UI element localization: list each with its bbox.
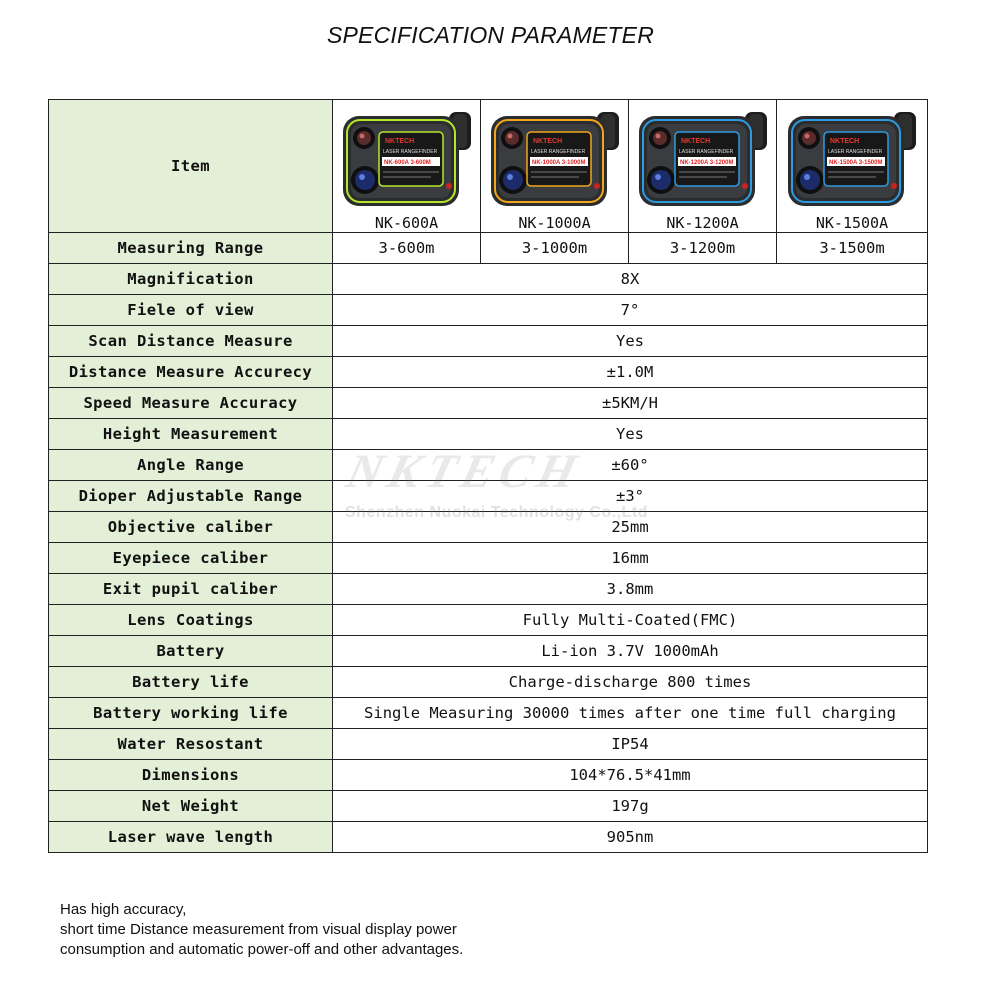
row-label: Dioper Adjustable Range: [48, 480, 333, 512]
row-value: 25mm: [332, 511, 928, 543]
svg-text:NKTECH: NKTECH: [830, 138, 859, 145]
rangefinder-image: NKTECH LASER RANGEFINDER NK-1200A 3-1200M: [638, 112, 767, 206]
svg-text:LASER RANGEFINDER: LASER RANGEFINDER: [828, 149, 883, 155]
row-label: Battery working life: [48, 697, 333, 729]
row-label: Measuring Range: [48, 232, 333, 264]
row-label: Angle Range: [48, 449, 333, 481]
page-title: SPECIFICATION PARAMETER: [326, 22, 655, 48]
header-row: Item NKTECH LASER RANGEFINDER NK-600A 3-60…: [48, 99, 928, 233]
row-label: Battery: [48, 635, 333, 667]
svg-text:LASER RANGEFINDER: LASER RANGEFINDER: [383, 149, 438, 155]
row-value: Fully Multi-Coated(FMC): [332, 604, 928, 636]
row-label: Speed Measure Accuracy: [48, 387, 333, 419]
row-value: Single Measuring 30000 times after one t…: [332, 697, 928, 729]
row-value: 3-1200m: [628, 232, 777, 264]
row-value: ±60°: [332, 449, 928, 481]
rangefinder-image: NKTECH LASER RANGEFINDER NK-1000A 3-1000M: [490, 112, 619, 206]
row-label: Magnification: [48, 263, 333, 295]
model-name: NK-1500A: [815, 214, 889, 232]
row-value: Yes: [332, 418, 928, 450]
watermark-company: Shenzhen Nuokai Technology Co.,Ltd: [345, 504, 648, 521]
product-cell: NKTECH LASER RANGEFINDER NK-600A 3-600M NK…: [332, 99, 481, 233]
row-value: 7°: [332, 294, 928, 326]
row-value: 905nm: [332, 821, 928, 853]
row-label: Lens Coatings: [48, 604, 333, 636]
row-label: Laser wave length: [48, 821, 333, 853]
row-label: Eyepiece caliber: [48, 542, 333, 574]
row-value: 3-600m: [332, 232, 481, 264]
spec-row: Distance Measure Accurecy±1.0M: [48, 356, 928, 388]
row-value: Yes: [332, 325, 928, 357]
measuring-range-row: Measuring Range 3-600m 3-1000m 3-1200m 3…: [48, 232, 928, 264]
row-value: 3.8mm: [332, 573, 928, 605]
row-label: Objective caliber: [48, 511, 333, 543]
row-label: Distance Measure Accurecy: [48, 356, 333, 388]
description-line: short time Distance measurement from vis…: [60, 921, 457, 938]
row-label: Water Resostant: [48, 728, 333, 760]
rangefinder-image: NKTECH LASER RANGEFINDER NK-600A 3-600M: [342, 112, 471, 206]
description-line: Has high accuracy,: [60, 901, 187, 918]
svg-text:NK-1200A 3-1200M: NK-1200A 3-1200M: [680, 160, 733, 166]
row-label: Scan Distance Measure: [48, 325, 333, 357]
row-label: Dimensions: [48, 759, 333, 791]
svg-text:NK-1000A 3-1000M: NK-1000A 3-1000M: [532, 160, 585, 166]
description-line: consumption and automatic power-off and …: [60, 941, 464, 958]
model-name: NK-1200A: [666, 214, 739, 232]
row-label: Fiele of view: [48, 294, 333, 326]
row-value: 3-1500m: [776, 232, 928, 264]
row-value: 3-1000m: [480, 232, 629, 264]
row-label: Height Measurement: [48, 418, 333, 450]
svg-text:LASER RANGEFINDER: LASER RANGEFINDER: [679, 149, 734, 155]
svg-text:NKTECH: NKTECH: [681, 138, 710, 145]
spec-row: Dioper Adjustable Range±3°: [48, 480, 928, 512]
row-value: ±1.0M: [332, 356, 928, 388]
watermark-logo: NKTECH: [341, 445, 588, 498]
rangefinder-image: NKTECH LASER RANGEFINDER NK-1500A 3-1500M: [788, 112, 916, 206]
svg-text:NKTECH: NKTECH: [533, 138, 562, 145]
model-name: NK-600A: [374, 214, 439, 232]
row-value: 104*76.5*41mm: [332, 759, 928, 791]
row-value: ±5KM/H: [332, 387, 928, 419]
row-value: 8X: [332, 263, 928, 295]
row-value: 197g: [332, 790, 928, 822]
row-value: 16mm: [332, 542, 928, 574]
model-name: NK-1000A: [518, 214, 591, 232]
svg-text:NK-600A 3-600M: NK-600A 3-600M: [384, 160, 431, 166]
row-value: ±3°: [332, 480, 928, 512]
row-label: Net Weight: [48, 790, 333, 822]
row-label: Battery life: [48, 666, 333, 698]
description: Has high accuracy, short time Distance m…: [60, 900, 463, 960]
row-value: Charge-discharge 800 times: [332, 666, 928, 698]
row-value: Li-ion 3.7V 1000mAh: [332, 635, 928, 667]
spec-row: Angle Range±60°: [48, 449, 928, 481]
row-label: Exit pupil caliber: [48, 573, 333, 605]
spec-row: Speed Measure Accuracy±5KM/H: [48, 387, 928, 419]
svg-text:NK-1500A 3-1500M: NK-1500A 3-1500M: [829, 160, 882, 166]
svg-text:LASER RANGEFINDER: LASER RANGEFINDER: [531, 149, 586, 155]
spec-table: Item NKTECH LASER RANGEFINDER NK-600A 3-60…: [48, 99, 928, 853]
item-header: Item: [48, 99, 333, 233]
svg-text:NKTECH: NKTECH: [385, 138, 414, 145]
row-value: IP54: [332, 728, 928, 760]
